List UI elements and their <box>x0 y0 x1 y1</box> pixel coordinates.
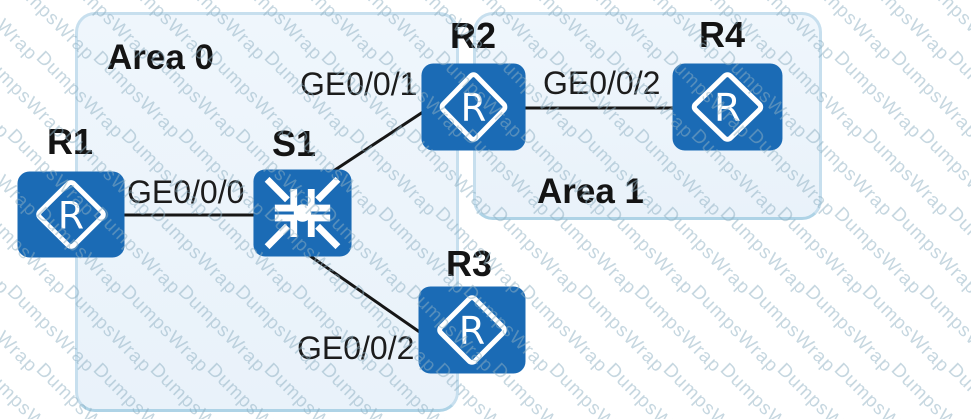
node-label-s1: S1 <box>272 123 317 164</box>
svg-text:R: R <box>714 86 741 130</box>
router-icon: R <box>17 171 125 258</box>
node-label-r4: R4 <box>699 14 746 55</box>
node-label-r3: R3 <box>446 243 493 284</box>
router-icon: R <box>421 63 526 151</box>
area-1-label: Area 1 <box>537 172 645 211</box>
svg-text:R: R <box>58 194 84 238</box>
node-r2: R <box>420 62 527 152</box>
node-s1 <box>252 168 353 258</box>
node-label-r1: R1 <box>47 121 94 162</box>
svg-text:R: R <box>461 86 487 131</box>
switch-icon <box>253 169 352 257</box>
node-label-r2: R2 <box>450 15 497 56</box>
node-r1: R <box>16 170 126 259</box>
node-r3: R <box>417 285 527 375</box>
router-icon: R <box>418 286 526 374</box>
link-label-r1-s1: GE0/0/0 <box>127 174 245 210</box>
link-label-s1-r3: GE0/0/2 <box>297 330 415 366</box>
area-0-label: Area 0 <box>107 38 215 77</box>
node-r4: R <box>671 62 784 152</box>
link-label-r2-r4: GE0/0/2 <box>543 65 661 101</box>
svg-text:R: R <box>459 309 485 353</box>
router-icon: R <box>672 63 783 151</box>
link-label-s1-r2: GE0/0/1 <box>300 66 418 102</box>
